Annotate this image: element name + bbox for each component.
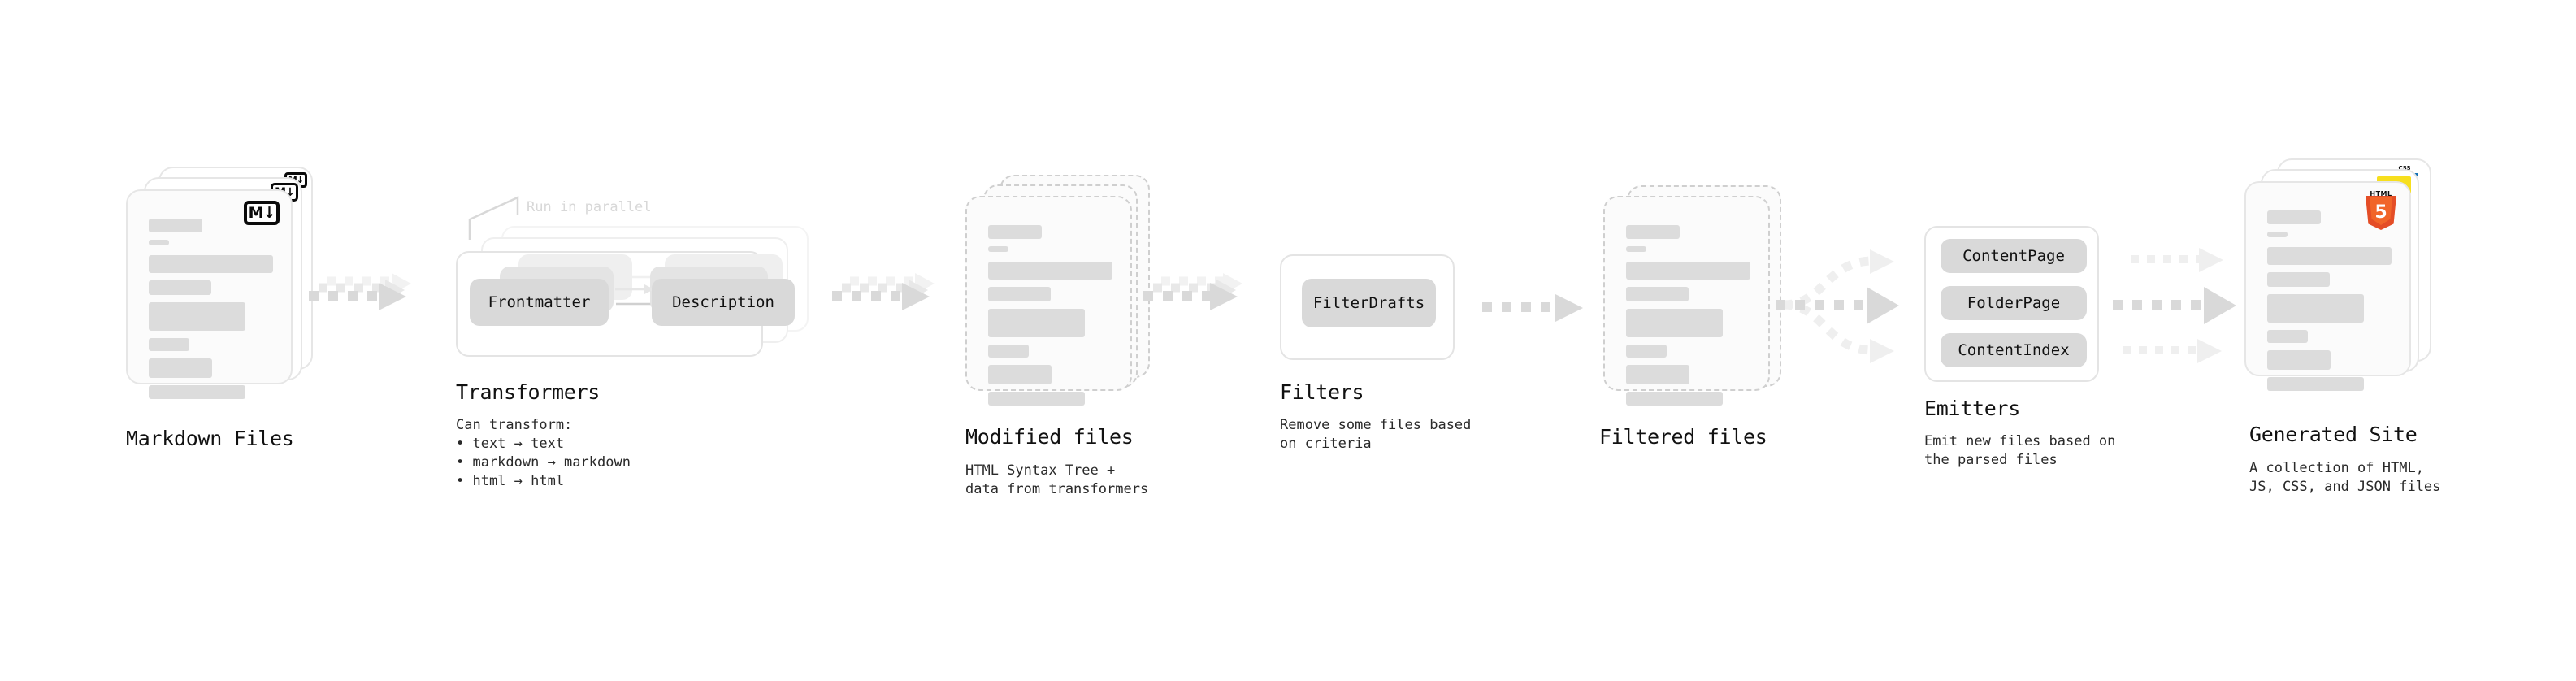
transformers-subtitle: Can transform: • text → text • markdown … xyxy=(456,417,631,489)
markdown-icon: M↓ xyxy=(244,201,280,225)
css3-icon-label: CSS xyxy=(2398,165,2411,171)
markdown-files-title: Markdown Files xyxy=(126,427,294,450)
connector-transformers-to-modified xyxy=(830,273,961,330)
connector-emitters-to-site xyxy=(2113,232,2259,378)
connector-filtered-to-emitters xyxy=(1776,232,1918,378)
html5-icon-caption: HTML xyxy=(2370,190,2392,197)
generated-site-content xyxy=(2267,210,2392,398)
transformer-node-description[interactable]: Description xyxy=(652,279,795,326)
filtered-files-title: Filtered files xyxy=(1599,425,1767,449)
html5-icon: HTML 5 xyxy=(2364,191,2398,230)
transformers-title: Transformers xyxy=(456,380,601,404)
modified-files-title: Modified files xyxy=(965,425,1134,449)
emitter-node-folderpage[interactable]: FolderPage xyxy=(1941,286,2087,320)
emitters-subtitle: Emit new files based on the parsed files xyxy=(1924,433,2116,468)
markdown-icon-label: M↓ xyxy=(248,203,276,222)
transformer-node-frontmatter[interactable]: Frontmatter xyxy=(470,279,609,326)
filter-node-filterdrafts[interactable]: FilterDrafts xyxy=(1302,279,1436,327)
connector-filters-to-filtered xyxy=(1481,289,1602,330)
emitter-node-contentpage[interactable]: ContentPage xyxy=(1941,239,2087,273)
run-in-parallel-leader xyxy=(467,195,565,244)
generated-site-title: Generated Site xyxy=(2249,423,2418,446)
emitter-node-contentindex[interactable]: ContentIndex xyxy=(1941,333,2087,367)
emitters-title: Emitters xyxy=(1924,397,2021,420)
connector-modified-to-filters xyxy=(1142,273,1272,330)
emitters-box: ContentPage FolderPage ContentIndex xyxy=(1924,226,2099,382)
generated-site-subtitle: A collection of HTML, JS, CSS, and JSON … xyxy=(2249,460,2441,495)
connector-markdown-to-transformers xyxy=(307,273,437,330)
modified-file-card-front xyxy=(965,196,1132,406)
transformer-flow-arrow-l2 xyxy=(615,281,657,297)
modified-file-content xyxy=(988,225,1112,413)
generated-site-card-front: HTML 5 xyxy=(2244,181,2411,391)
markdown-file-content xyxy=(149,219,273,406)
modified-files-subtitle: HTML Syntax Tree + data from transformer… xyxy=(965,462,1149,497)
filtered-file-card-front xyxy=(1603,196,1770,406)
filters-subtitle: Remove some files based on criteria xyxy=(1280,417,1472,452)
run-in-parallel-label: Run in parallel xyxy=(527,199,652,215)
filters-title: Filters xyxy=(1280,380,1364,404)
html5-icon-number: 5 xyxy=(2374,202,2387,223)
filters-box: FilterDrafts xyxy=(1280,254,1455,360)
filtered-file-content xyxy=(1626,225,1750,413)
markdown-file-card-front: M↓ xyxy=(126,189,293,399)
